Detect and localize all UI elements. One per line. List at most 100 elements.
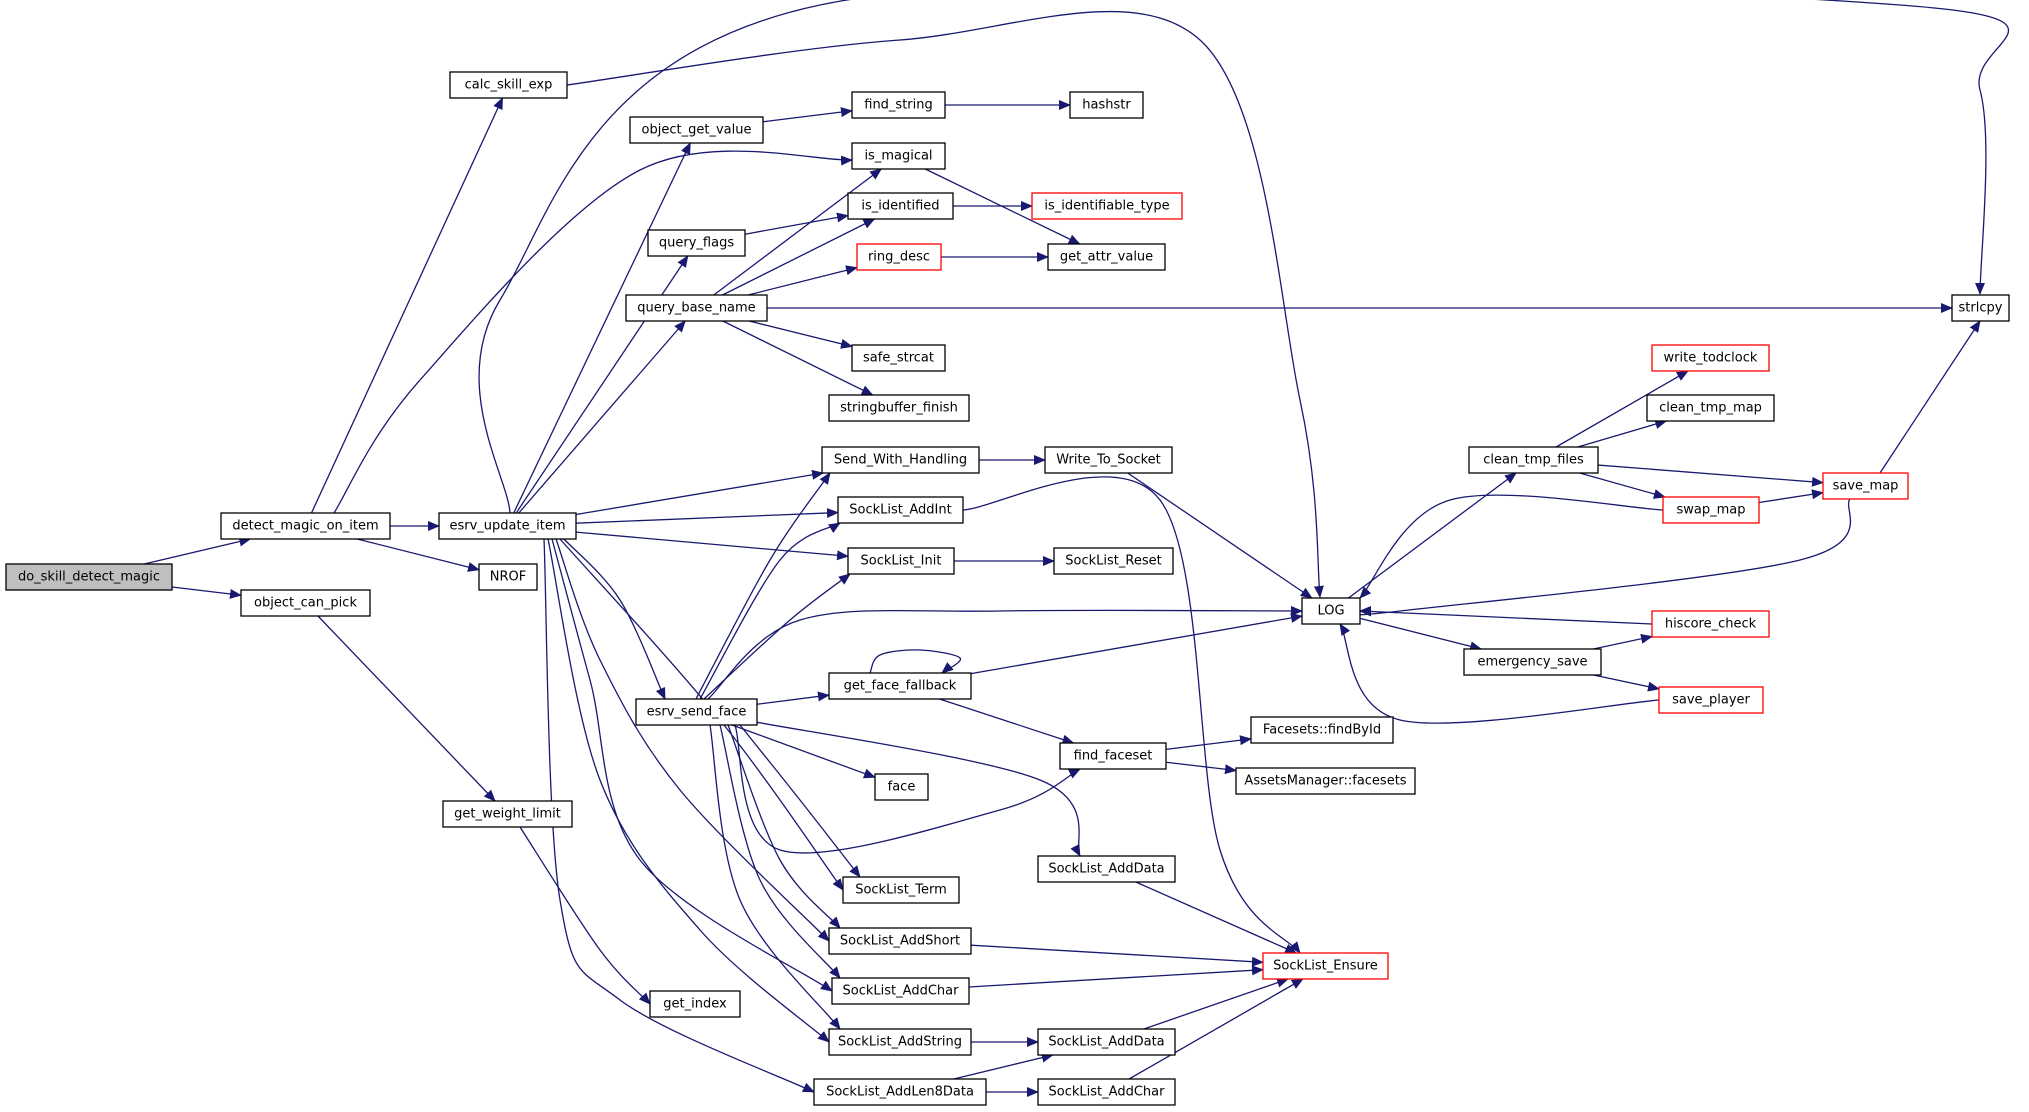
- node-SockList_Term[interactable]: SockList_Term: [842, 876, 960, 904]
- edge-esrv_send_face-to-Send_With_Handling: [695, 472, 831, 700]
- node-box: [1262, 952, 1389, 980]
- node-SockList_AddChar_1[interactable]: SockList_AddChar: [831, 977, 970, 1005]
- node-find_faceset[interactable]: find_faceset: [1059, 742, 1167, 770]
- edge-do_skill_detect_magic-to-object_can_pick: [171, 586, 242, 599]
- node-box: [821, 446, 980, 474]
- node-box: [1250, 716, 1394, 744]
- node-save_player[interactable]: save_player: [1658, 686, 1764, 714]
- node-Facesets_findById[interactable]: Facesets::findById: [1250, 716, 1394, 744]
- node-is_identifiable_type[interactable]: is_identifiable_type: [1031, 192, 1183, 220]
- node-box: [1037, 855, 1176, 883]
- edge-find_faceset-to-AssetsManager_facesets: [1165, 761, 1237, 775]
- node-NROF[interactable]: NROF: [478, 563, 538, 591]
- node-object_can_pick[interactable]: object_can_pick: [240, 589, 371, 617]
- node-label: strlcpy: [1959, 301, 2003, 316]
- node-label: get_weight_limit: [454, 807, 561, 822]
- node-Write_To_Socket[interactable]: Write_To_Socket: [1044, 446, 1173, 474]
- node-hashstr[interactable]: hashstr: [1069, 91, 1144, 119]
- node-label: emergency_save: [1477, 655, 1587, 670]
- node-label: find_string: [864, 98, 933, 113]
- edge-SockList_AddChar_1-to-SockList_Ensure: [968, 965, 1264, 988]
- node-clean_tmp_files[interactable]: clean_tmp_files: [1468, 446, 1599, 474]
- node-get_attr_value[interactable]: get_attr_value: [1047, 243, 1166, 271]
- node-object_get_value[interactable]: object_get_value: [629, 116, 764, 144]
- node-SockList_Ensure[interactable]: SockList_Ensure: [1262, 952, 1389, 980]
- node-esrv_update_item[interactable]: esrv_update_item: [438, 512, 577, 540]
- edge-swap_map-to-LOG: [1359, 494, 1664, 599]
- node-label: is_identifiable_type: [1044, 199, 1169, 214]
- node-calc_skill_exp[interactable]: calc_skill_exp: [449, 71, 568, 99]
- edge-esrv_update_item-to-esrv_send_face: [563, 538, 666, 700]
- edge-detect_magic_on_item-to-NROF: [356, 538, 480, 572]
- node-box: [856, 243, 942, 271]
- node-label: object_get_value: [642, 123, 752, 138]
- node-box: [1651, 344, 1770, 372]
- node-esrv_send_face[interactable]: esrv_send_face: [635, 698, 758, 726]
- node-get_weight_limit[interactable]: get_weight_limit: [442, 800, 573, 828]
- node-SockList_AddShort[interactable]: SockList_AddShort: [828, 927, 972, 955]
- edge-calc_skill_exp-to-LOG: [566, 10, 1324, 598]
- node-SockList_Init[interactable]: SockList_Init: [847, 547, 955, 575]
- node-Send_With_Handling[interactable]: Send_With_Handling: [821, 446, 980, 474]
- node-safe_strcat[interactable]: safe_strcat: [851, 344, 946, 372]
- node-box: [5, 563, 173, 591]
- node-box: [1235, 767, 1416, 795]
- node-ring_desc[interactable]: ring_desc: [856, 243, 942, 271]
- edge-LOG-to-emergency_save: [1359, 617, 1483, 652]
- node-label: NROF: [490, 570, 526, 585]
- node-label: ring_desc: [868, 250, 930, 265]
- edge-clean_tmp_files-to-swap_map: [1579, 472, 1666, 499]
- node-stringbuffer_finish[interactable]: stringbuffer_finish: [828, 394, 970, 422]
- node-do_skill_detect_magic[interactable]: do_skill_detect_magic: [5, 563, 173, 591]
- node-SockList_AddLen8Data[interactable]: SockList_AddLen8Data: [813, 1078, 987, 1106]
- node-label: save_player: [1672, 693, 1750, 708]
- node-box: [1951, 294, 2010, 322]
- node-get_face_fallback[interactable]: get_face_fallback: [828, 672, 972, 700]
- node-SockList_AddData_1[interactable]: SockList_AddData: [1037, 855, 1176, 883]
- node-query_flags[interactable]: query_flags: [647, 229, 746, 257]
- node-detect_magic_on_item[interactable]: detect_magic_on_item: [220, 512, 391, 540]
- edge-esrv_update_item-to-SockList_Init: [575, 531, 849, 561]
- node-LOG[interactable]: LOG: [1301, 597, 1361, 625]
- node-label: SockList_Ensure: [1273, 959, 1378, 974]
- node-SockList_AddChar_2[interactable]: SockList_AddChar: [1037, 1078, 1176, 1106]
- node-SockList_AddInt[interactable]: SockList_AddInt: [837, 496, 964, 524]
- edge-esrv_send_face-to-SockList_Term: [739, 724, 861, 878]
- node-is_identified[interactable]: is_identified: [847, 192, 954, 220]
- node-save_map[interactable]: save_map: [1822, 472, 1909, 500]
- node-emergency_save[interactable]: emergency_save: [1463, 648, 1602, 676]
- node-label: safe_strcat: [863, 351, 934, 366]
- node-box: [647, 229, 746, 257]
- node-SockList_AddData_2[interactable]: SockList_AddData: [1037, 1028, 1176, 1056]
- node-swap_map[interactable]: swap_map: [1662, 496, 1760, 524]
- node-SockList_AddString[interactable]: SockList_AddString: [828, 1028, 972, 1056]
- node-face[interactable]: face: [874, 773, 929, 801]
- edge-clean_tmp_files-to-clean_tmp_map: [1577, 419, 1668, 448]
- edge-esrv_update_item-to-SockList_AddString: [547, 538, 830, 1043]
- node-SockList_Reset[interactable]: SockList_Reset: [1053, 547, 1174, 575]
- node-clean_tmp_map[interactable]: clean_tmp_map: [1646, 394, 1775, 422]
- edge-do_skill_detect_magic-to-detect_magic_on_item: [144, 536, 252, 565]
- node-AssetsManager_facesets[interactable]: AssetsManager::facesets: [1235, 767, 1416, 795]
- node-box: [842, 876, 960, 904]
- node-box: [1662, 496, 1760, 524]
- node-box: [828, 672, 972, 700]
- node-write_todclock[interactable]: write_todclock: [1651, 344, 1770, 372]
- node-label: Facesets::findById: [1263, 723, 1381, 738]
- node-query_base_name[interactable]: query_base_name: [625, 294, 768, 322]
- node-box: [1822, 472, 1909, 500]
- node-box: [1646, 394, 1775, 422]
- edge-SockList_AddChar_2-to-SockList_Ensure: [1128, 978, 1304, 1080]
- node-label: is_identified: [861, 199, 939, 214]
- node-hiscore_check[interactable]: hiscore_check: [1651, 610, 1770, 638]
- node-find_string[interactable]: find_string: [851, 91, 946, 119]
- node-box: [847, 547, 955, 575]
- edge-emergency_save-to-hiscore_check: [1593, 633, 1653, 650]
- node-get_index[interactable]: get_index: [649, 990, 741, 1018]
- edge-query_base_name-to-is_identified: [722, 218, 876, 296]
- node-label: find_faceset: [1074, 749, 1153, 764]
- edge-SockList_AddShort-to-SockList_Ensure: [970, 944, 1264, 967]
- node-is_magical[interactable]: is_magical: [851, 142, 946, 170]
- node-strlcpy[interactable]: strlcpy: [1951, 294, 2010, 322]
- edge-esrv_send_face-to-SockList_AddData_1: [744, 719, 1081, 857]
